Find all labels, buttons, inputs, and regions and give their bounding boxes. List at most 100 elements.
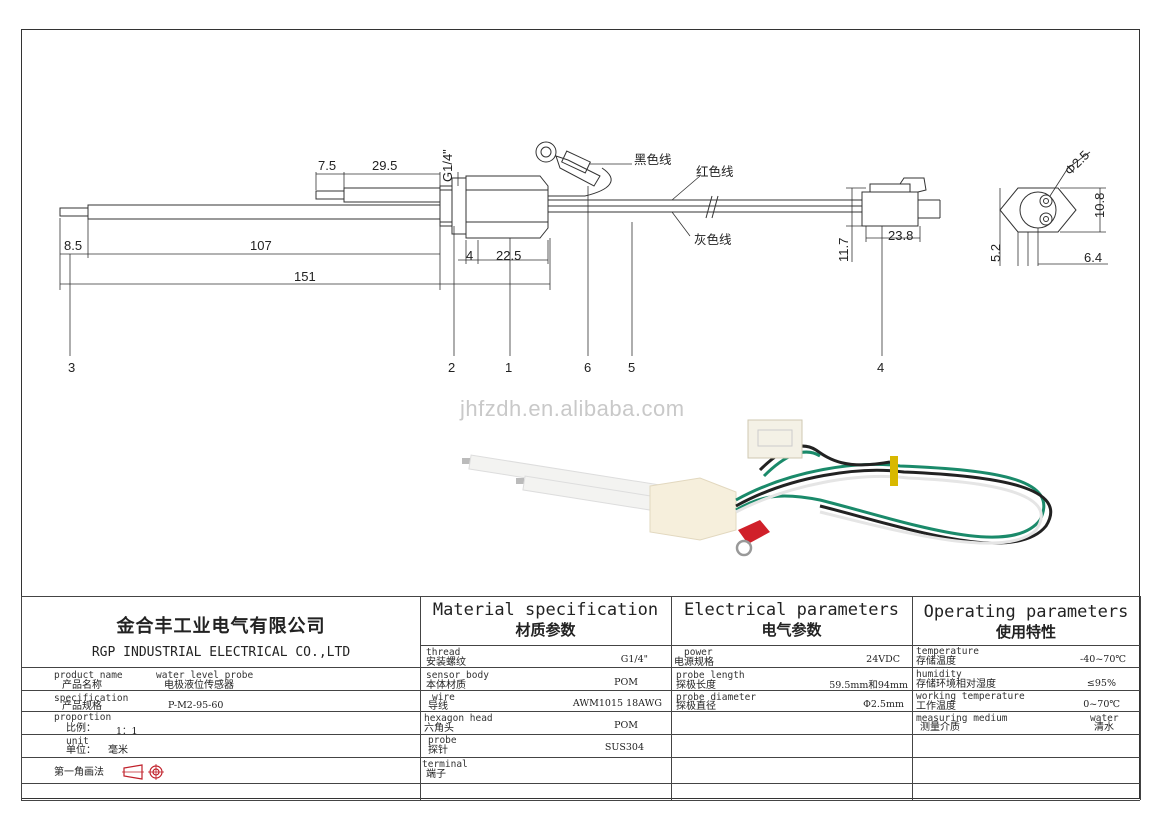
measuring-medium-label-en: measuring medium: [916, 713, 1008, 724]
unit-label-cn: 单位：: [66, 745, 96, 756]
row-line: [420, 783, 1140, 784]
dim-10-8: 10.8: [1092, 193, 1107, 218]
proportion-label-cn: 比例：: [66, 723, 96, 734]
callout-6: 6: [584, 360, 591, 375]
dim-22-5: 22.5: [496, 248, 521, 263]
working-temperature-value: 0~70℃: [1083, 699, 1120, 710]
dim-29-5: 29.5: [372, 158, 397, 173]
title-block-top-border: [21, 596, 1140, 597]
dim-8-5: 8.5: [64, 238, 82, 253]
electrical-header-en: Electrical parameters: [684, 600, 899, 620]
label-red-wire: 红色线: [696, 164, 734, 179]
dim-phi-2-5: Φ2.5: [1062, 147, 1093, 178]
sensor-body-value: POM: [614, 677, 638, 688]
dim-11-7: 11.7: [836, 238, 851, 262]
divider-3: [912, 596, 913, 800]
dim-151: 151: [294, 269, 316, 284]
probe-length-value: 59.5mm和94mm: [829, 680, 908, 691]
operating-header: Operating parameters 使用特性: [912, 602, 1140, 642]
humidity-label-cn: 存储环境相对湿度: [916, 679, 996, 690]
probe-short: [343, 187, 441, 203]
row-line: [420, 757, 1140, 758]
callout-2: 2: [448, 360, 455, 375]
wire-label-en: wire: [432, 692, 455, 703]
divider-2: [671, 596, 672, 800]
right-border: [1140, 596, 1141, 800]
ring-terminal: [555, 155, 601, 187]
proportion-value: 1：1: [116, 726, 138, 737]
probe-long: [87, 204, 441, 220]
first-angle-projection-icon: [122, 764, 164, 780]
working-temperature-label-en: working temperature: [916, 691, 1025, 702]
title-block-bottom-border: [21, 800, 1140, 801]
electrical-header: Electrical parameters 电气参数: [671, 600, 912, 640]
row-line: [21, 734, 420, 735]
specification-label-en: specification: [54, 693, 129, 704]
callout-4: 4: [877, 360, 884, 375]
product-name-value-cn: 电极液位传感器: [164, 680, 234, 691]
unit-value: 毫米: [108, 745, 128, 756]
probe-tip-short: [315, 190, 345, 200]
left-border: [21, 596, 22, 800]
sensor-body-label-en: sensor body: [426, 670, 489, 681]
terminal-label-cn: 端子: [426, 769, 446, 780]
dim-7-5: 7.5: [318, 158, 336, 173]
measuring-medium-value-en: water: [1090, 713, 1119, 724]
hexagon-head: [465, 175, 549, 239]
row-line: [21, 690, 420, 691]
row-line: [420, 734, 1140, 735]
terminal-label-en: terminal: [422, 759, 468, 770]
row-line: [21, 757, 420, 758]
dim-23-8: 23.8: [888, 228, 913, 243]
product-name-label-cn: 产品名称: [62, 680, 102, 691]
thread-value: G1/4": [620, 654, 648, 665]
dim-6-4: 6.4: [1084, 250, 1102, 265]
thread-label-en: thread: [426, 647, 461, 658]
company-name-cn: 金合丰工业电气有限公司: [116, 616, 326, 637]
probe-value: SUS304: [604, 742, 644, 753]
hexagon-head-label-en: hexagon head: [424, 713, 493, 724]
probe-length-label-en: probe length: [676, 670, 745, 681]
row-line: [420, 711, 1140, 712]
temperature-label-en: temperature: [916, 646, 979, 657]
probe-label-en: probe: [428, 735, 457, 746]
humidity-label-en: humidity: [916, 669, 962, 680]
callout-3: 3: [68, 360, 75, 375]
power-value: 24VDC: [866, 654, 900, 665]
power-label-en: power: [684, 647, 713, 658]
power-label-cn: 电源规格: [674, 657, 714, 668]
probe-label-cn: 探针: [428, 745, 448, 756]
temperature-label-cn: 存储温度: [916, 656, 956, 667]
drawing-sheet-border: [21, 29, 1140, 799]
row-line: [420, 690, 1140, 691]
probe-tip-long: [59, 207, 89, 217]
proportion-label-en: proportion: [54, 712, 112, 723]
hexagon-head-label-cn: 六角头: [424, 723, 454, 734]
electrical-header-cn: 电气参数: [761, 621, 822, 639]
humidity-value: ≤95%: [1086, 678, 1116, 689]
thread-section: [439, 185, 453, 227]
specification-value: P-M2-95-60: [168, 700, 224, 711]
technical-drawing: 7.5 29.5 G1/4" 8.5 107 151 4 22.5 11.7 2…: [59, 141, 1108, 557]
company-name-en: RGP INDUSTRIAL ELECTRICAL CO.,LTD: [91, 645, 351, 660]
dim-107: 107: [250, 238, 272, 253]
row-line: [21, 667, 420, 668]
sensor-body-label-cn: 本体材质: [426, 680, 466, 691]
temperature-value: -40~70℃: [1080, 654, 1126, 665]
material-header-cn: 材质参数: [515, 621, 576, 639]
label-black-wire: 黑色线: [634, 152, 672, 167]
callout-5: 5: [628, 360, 635, 375]
product-name-value-en: water level probe: [156, 670, 254, 681]
row-line: [420, 667, 1140, 668]
dim-thread: G1/4": [440, 149, 455, 182]
unit-label-en: unit: [66, 736, 89, 747]
measuring-medium-label-cn: 测量介质: [920, 722, 960, 733]
watermark: jhfzdh.en.alibaba.com: [460, 396, 685, 421]
probe-diameter-label-en: probe diameter: [676, 692, 757, 703]
row-line: [21, 783, 420, 784]
connector-housing: [861, 191, 919, 227]
divider-1: [420, 596, 421, 800]
hexagon-head-value: POM: [614, 720, 638, 731]
wire-label-cn: 导线: [428, 701, 448, 712]
product-name-label-en: product name: [54, 670, 123, 681]
